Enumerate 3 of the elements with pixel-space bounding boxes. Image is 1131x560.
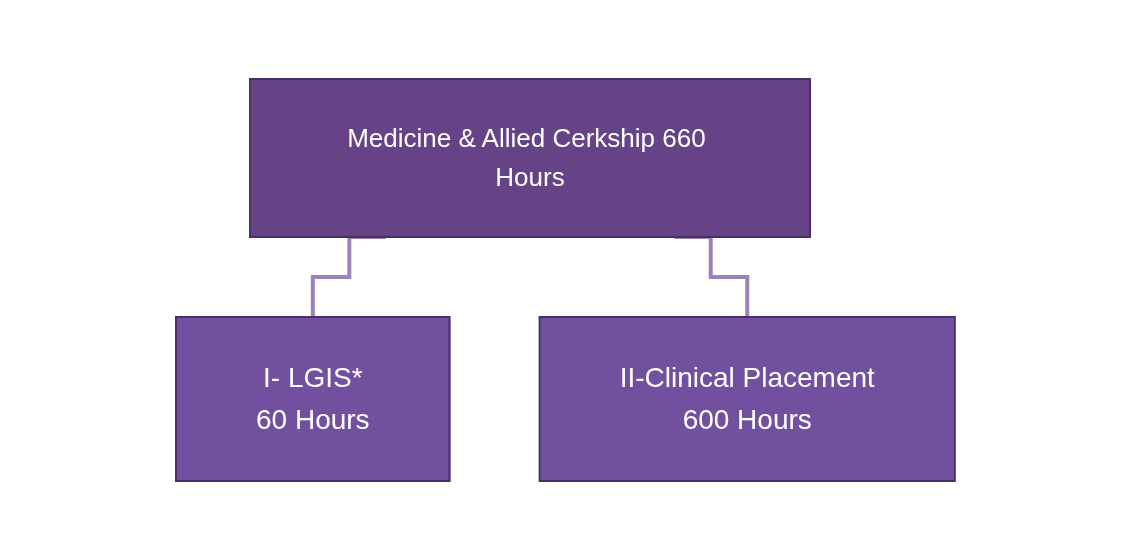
node-box: II-Clinical Placement 600 Hours bbox=[538, 316, 956, 482]
node-box: Medicine & Allied Cerkship 660 Hours bbox=[249, 78, 812, 238]
node-box: I- LGIS* 60 Hours bbox=[175, 316, 451, 482]
